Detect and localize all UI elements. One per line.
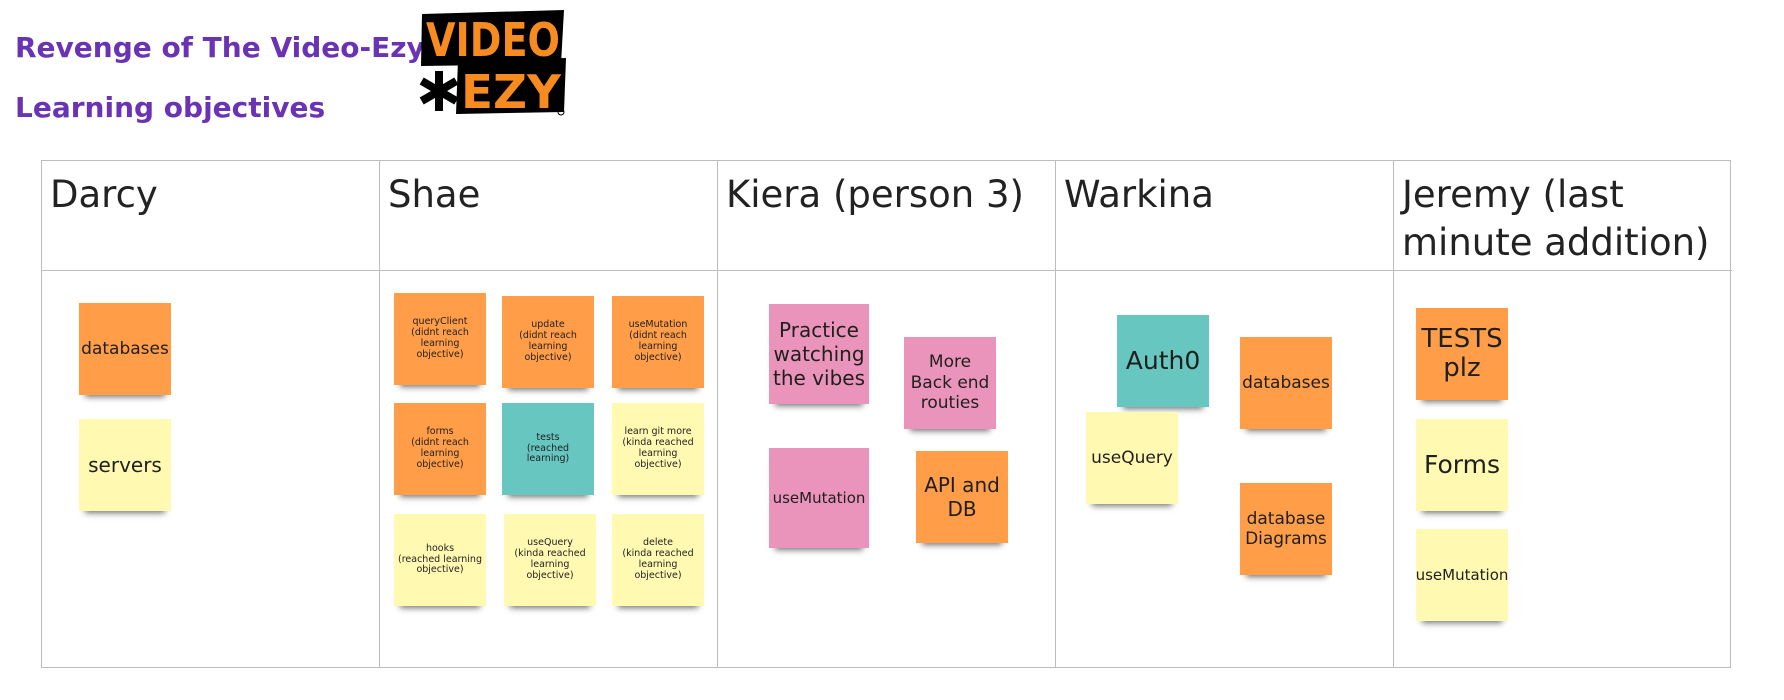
board-subtitle: Learning objectives [15,91,326,124]
sticky-note[interactable]: useQuery [1086,412,1178,504]
logo-text-ezy: EZY [461,65,562,116]
sticky-note[interactable]: tests (reached learning) [502,403,594,495]
logo-star-icon [419,71,459,111]
column-header: Jeremy (last minute addition) [1394,161,1732,271]
sticky-note[interactable]: More Back end routies [904,337,996,429]
sticky-note[interactable]: Forms [1416,419,1508,511]
sticky-note[interactable]: forms (didnt reach learning objective) [394,403,486,495]
column-jeremy: Jeremy (last minute addition) TESTS plz … [1394,161,1732,667]
sticky-note[interactable]: Auth0 [1117,315,1209,407]
column-header: Darcy [42,161,379,271]
column-header: Warkina [1056,161,1393,271]
column-header: Kiera (person 3) [718,161,1055,271]
video-ezy-logo: VIDEO EZY [418,8,568,119]
sticky-note[interactable]: update (didnt reach learning objective) [502,296,594,388]
logo-text-video: VIDEO [426,13,560,67]
column-name: Darcy [50,173,158,216]
column-header: Shae [380,161,717,271]
column-name: Shae [388,173,481,216]
sticky-note[interactable]: queryClient (didnt reach learning object… [394,293,486,385]
column-darcy: Darcy databases servers [42,161,380,667]
sticky-note[interactable]: useMutation [1416,529,1508,621]
column-kiera: Kiera (person 3) Practice watching the v… [718,161,1056,667]
sticky-note[interactable]: servers [79,419,171,511]
sticky-note[interactable]: useMutation (didnt reach learning object… [612,296,704,388]
sticky-note[interactable]: learn git more (kinda reached learning o… [612,403,704,495]
column-name: Warkina [1064,173,1214,216]
sticky-note[interactable]: useQuery (kinda reached learning objecti… [504,514,596,606]
objectives-board: Darcy databases servers Shae queryClient… [41,160,1732,668]
column-shae: Shae queryClient (didnt reach learning o… [380,161,718,667]
board-title: Revenge of The Video-Ezy [15,31,425,64]
sticky-note[interactable]: databases [1240,337,1332,429]
sticky-note[interactable]: Practice watching the vibes [769,304,869,404]
sticky-note[interactable]: useMutation [769,448,869,548]
sticky-note[interactable]: TESTS plz [1416,308,1508,400]
sticky-note[interactable]: database Diagrams [1240,483,1332,575]
column-name: Jeremy (last minute addition) [1402,173,1710,264]
sticky-note[interactable]: hooks (reached learning objective) [394,514,486,606]
sticky-note[interactable]: delete (kinda reached learning objective… [612,514,704,606]
sticky-note[interactable]: API and DB [916,451,1008,543]
column-warkina: Warkina Auth0 databases useQuery databas… [1056,161,1394,667]
column-name: Kiera (person 3) [726,173,1024,216]
sticky-note[interactable]: databases [79,303,171,395]
